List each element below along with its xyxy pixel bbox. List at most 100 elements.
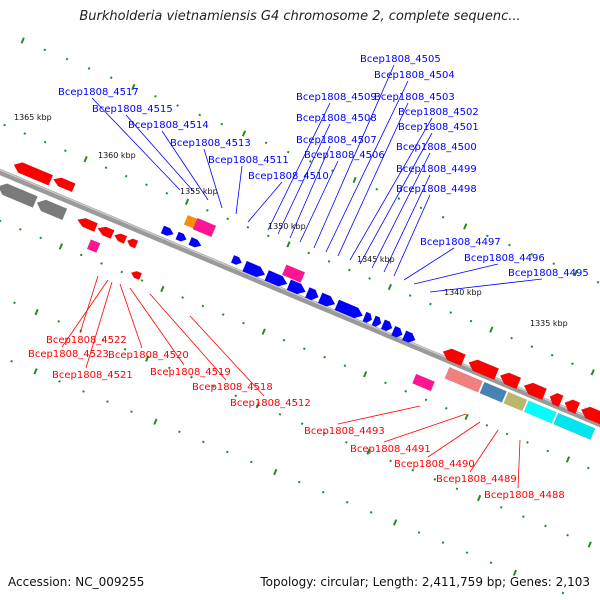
tick-dot	[246, 226, 250, 229]
gene-label: Bcep1808_4488	[484, 490, 565, 501]
gene-label: Bcep1808_4498	[396, 184, 477, 195]
leader-line	[61, 279, 109, 348]
tick-dot	[212, 385, 215, 388]
tick-dot	[226, 217, 229, 221]
tick-dot	[463, 223, 468, 230]
gene-arrow	[13, 162, 54, 186]
tick-dot	[130, 410, 133, 413]
gene-arrow	[77, 218, 99, 233]
gene-arrow	[468, 359, 500, 380]
tick-dot	[464, 413, 469, 421]
tick-dot	[327, 260, 331, 263]
gene-arrow	[371, 315, 382, 327]
tick-dot	[241, 130, 247, 137]
gene-arrow	[499, 372, 522, 390]
tick-dot	[348, 268, 351, 272]
tick-dot	[184, 198, 190, 205]
map-title: Burkholderia vietnamiensis G4 chromosome…	[79, 9, 521, 24]
gene-arrow	[242, 260, 266, 278]
leader-line	[267, 102, 331, 231]
gene-arrow	[114, 233, 128, 244]
tick-dot	[123, 347, 127, 351]
tick-dot	[477, 494, 482, 502]
gene-label: Bcep1808_4522	[46, 335, 127, 346]
gene-arrow	[36, 199, 68, 221]
gene-label: Bcep1808_4491	[350, 444, 431, 455]
leader-line	[299, 160, 339, 243]
gene-label: Bcep1808_4507	[296, 135, 377, 146]
tick-dot	[552, 262, 556, 265]
tick-dot	[168, 366, 171, 370]
gene-label: Bcep1808_4495	[508, 268, 589, 279]
tick-dot	[33, 368, 38, 375]
label-lines	[61, 64, 543, 489]
kbp-tick-label: 1365 kbp	[14, 113, 52, 122]
leader-line	[337, 102, 409, 257]
gene-label: Bcep1808_4496	[464, 253, 545, 264]
tick-dot	[303, 347, 306, 350]
tick-dot	[561, 591, 565, 595]
tick-dot	[266, 234, 270, 238]
tick-dot	[57, 320, 61, 323]
leader-line	[85, 281, 113, 369]
leader-line	[413, 263, 499, 285]
gene-label: Bcep1808_4503	[374, 92, 455, 103]
tick-dot	[101, 338, 105, 342]
gene-label: Bcep1808_4513	[170, 138, 251, 149]
leader-line	[277, 123, 331, 235]
gene-arrow	[390, 325, 403, 338]
tick-dot	[140, 279, 144, 282]
gene-arrow	[188, 236, 202, 248]
leader-line	[125, 114, 195, 193]
tick-dot	[261, 328, 266, 335]
gene-label: Bcep1808_4493	[304, 426, 385, 437]
tick-dot	[526, 441, 529, 444]
tick-dot	[489, 326, 494, 333]
feature-box	[523, 400, 557, 424]
leader-line	[383, 174, 431, 273]
tick-dot	[234, 394, 238, 398]
leader-line	[337, 405, 421, 425]
leader-line	[313, 64, 395, 249]
gene-arrow	[264, 269, 288, 287]
tick-dot	[571, 362, 574, 366]
tick-dot	[58, 380, 61, 383]
tick-dot	[106, 400, 109, 403]
tick-dot	[23, 132, 27, 135]
tick-dot	[43, 140, 47, 144]
tick-dot	[352, 176, 357, 184]
tick-dot	[19, 228, 22, 231]
tick-dot	[20, 37, 25, 44]
feature-box	[192, 217, 217, 238]
tick-dot	[565, 456, 571, 463]
tick-dot	[242, 321, 245, 325]
leader-line	[79, 275, 99, 334]
tick-dot	[369, 511, 373, 514]
tick-dot	[255, 401, 260, 409]
leader-line	[349, 117, 433, 261]
leader-line	[403, 247, 455, 281]
tick-dot	[408, 294, 412, 297]
tick-dot	[100, 262, 103, 265]
tick-dot	[176, 104, 179, 107]
tick-dot	[397, 197, 401, 200]
tick-dot	[387, 283, 392, 291]
tick-dot	[145, 355, 150, 362]
tick-dot	[449, 311, 453, 314]
tick-dot	[124, 174, 128, 178]
gene-features	[0, 162, 600, 440]
tick-dot	[309, 160, 312, 163]
tick-dot	[429, 302, 432, 306]
tick-dot	[546, 449, 550, 453]
tick-dot	[160, 285, 165, 293]
tick-dot	[154, 94, 157, 98]
kbp-tick-label: 1345 kbp	[357, 255, 395, 264]
kbp-tick-label: 1360 kbp	[98, 151, 136, 160]
gene-arrow	[380, 319, 393, 332]
tick-dot	[282, 338, 286, 342]
gene-label: Bcep1808_4519	[150, 367, 231, 378]
tick-dot	[286, 241, 291, 248]
gene-label: Bcep1808_4489	[436, 474, 517, 485]
